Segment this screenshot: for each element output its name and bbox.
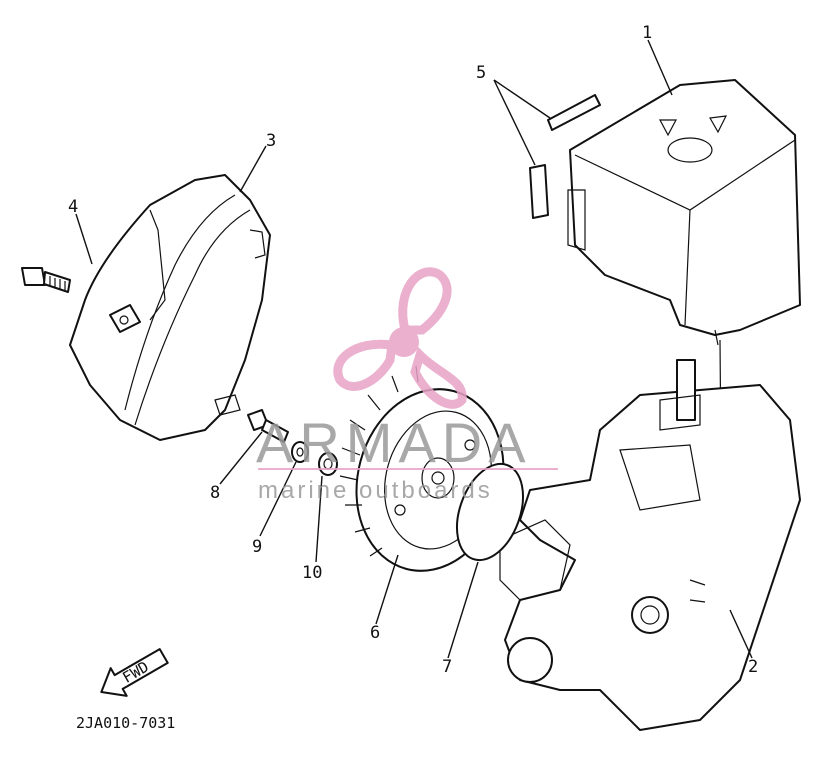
part-9-washer <box>291 441 309 463</box>
callout-5: 5 <box>476 63 486 83</box>
callout-3: 3 <box>266 131 276 151</box>
callout-4: 4 <box>68 197 78 217</box>
part-8-bolt <box>247 409 289 443</box>
watermark-rule <box>258 468 558 470</box>
callout-2: 2 <box>748 657 758 677</box>
callout-8: 8 <box>210 483 220 503</box>
part-4-bolt <box>21 267 71 293</box>
part-5-clips <box>529 94 601 219</box>
engine-block <box>499 359 801 731</box>
callout-1: 1 <box>642 23 652 43</box>
part-1-top-cover <box>567 79 801 346</box>
drawing-code: 2JA010-7031 <box>76 714 175 732</box>
leader-lines <box>75 39 753 659</box>
fwd-arrow: FWD <box>100 648 169 697</box>
watermark-brand: ARMADA <box>256 411 532 474</box>
callout-6: 6 <box>370 623 380 643</box>
watermark-tagline: marine outboards <box>258 477 493 504</box>
watermark: ARMADA marine outboards <box>256 267 558 504</box>
callout-9: 9 <box>252 537 262 557</box>
callout-labels: 1 2 3 4 5 6 7 8 9 10 <box>68 23 758 677</box>
part-7-ring <box>456 462 524 562</box>
part-3-flywheel-cover <box>69 174 271 441</box>
propeller-logo <box>333 267 467 409</box>
callout-7: 7 <box>442 657 452 677</box>
callout-10: 10 <box>302 563 322 583</box>
